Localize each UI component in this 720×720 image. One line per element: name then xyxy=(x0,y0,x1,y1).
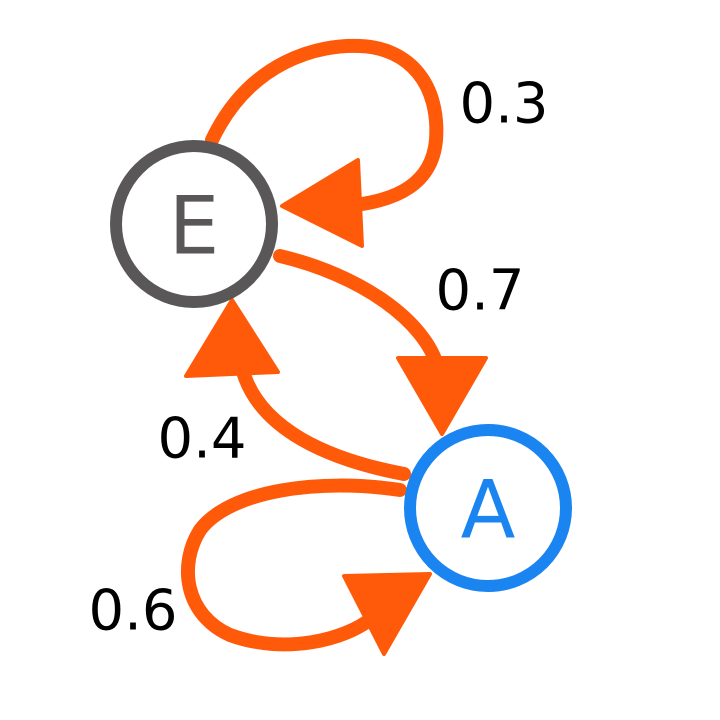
edge-a-to-e-label: 0.4 xyxy=(157,407,246,472)
edge-e-to-a-label: 0.7 xyxy=(435,259,524,324)
edge-a-to-a-line xyxy=(181,478,407,652)
edge-e-to-a: 0.7 xyxy=(273,249,525,436)
edge-a-to-a-arrowhead xyxy=(342,572,432,656)
node-a: A xyxy=(404,424,572,592)
node-a-circle xyxy=(404,424,572,592)
edge-a-to-a: 0.6 xyxy=(88,478,432,656)
edge-e-to-a-line xyxy=(273,249,445,375)
edge-e-to-a-arrowhead xyxy=(396,356,488,436)
edge-a-to-e: 0.4 xyxy=(157,298,411,481)
edge-e-to-e-arrowhead xyxy=(280,158,364,248)
node-e-label: E xyxy=(169,180,220,273)
edge-a-to-a-label: 0.6 xyxy=(88,579,177,644)
node-e: E xyxy=(110,140,278,308)
node-a-label: A xyxy=(461,464,516,557)
edge-e-to-e-line xyxy=(205,38,444,212)
edge-e-to-e: 0.3 xyxy=(205,38,549,248)
edge-a-to-e-line xyxy=(235,361,411,481)
edge-a-to-e-arrowhead xyxy=(184,298,280,378)
edge-e-to-e-label: 0.3 xyxy=(459,72,548,137)
node-e-circle xyxy=(110,140,278,308)
